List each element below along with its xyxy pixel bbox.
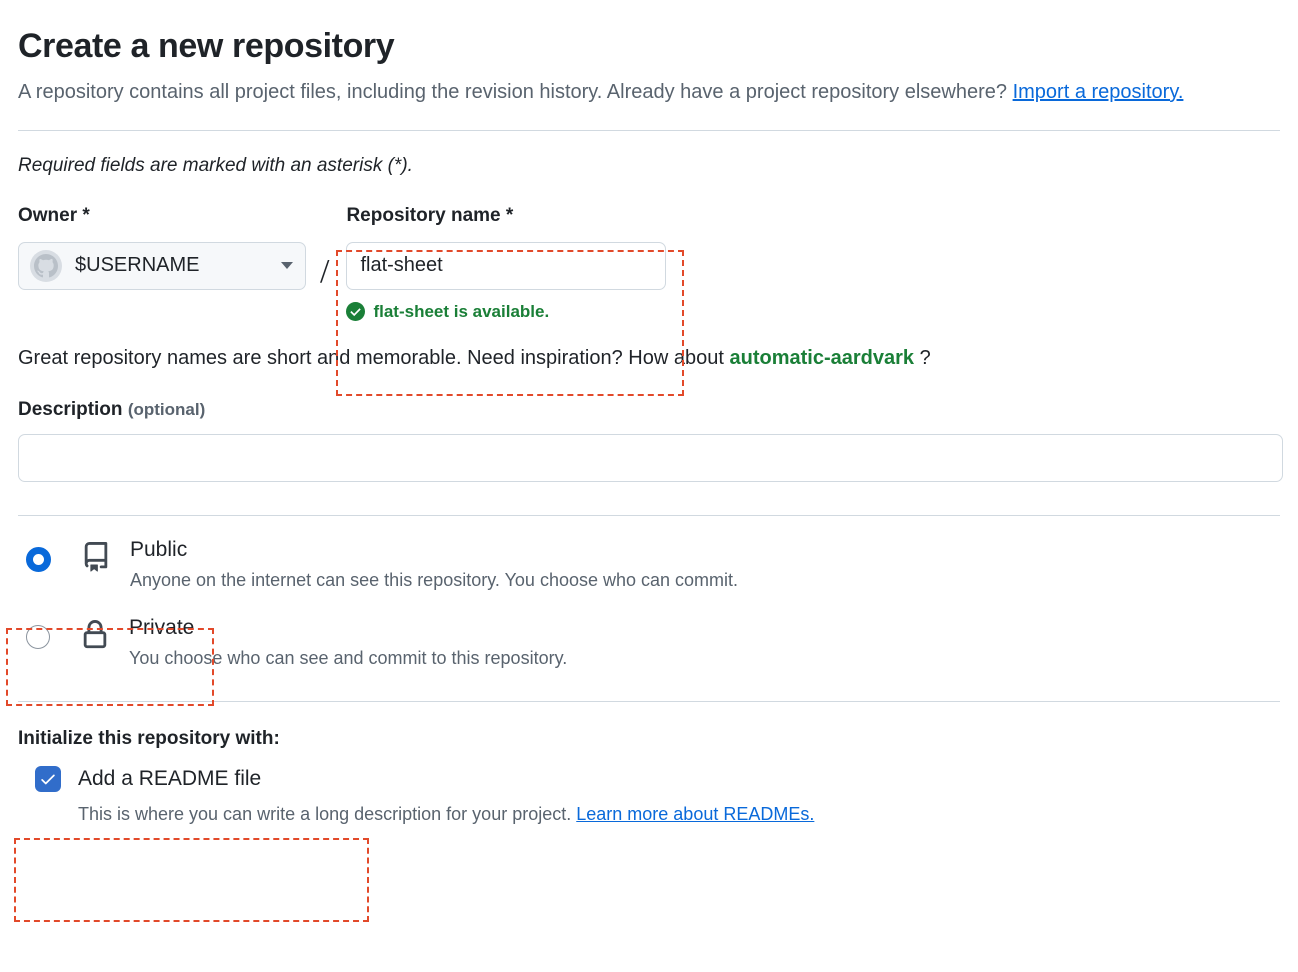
visibility-option-public[interactable]: Public Anyone on the internet can see th… xyxy=(18,538,1280,591)
import-repository-link[interactable]: Import a repository. xyxy=(1012,80,1184,103)
required-fields-note: Required fields are marked with an aster… xyxy=(18,155,413,177)
owner-repo-separator: / xyxy=(320,253,330,291)
add-readme-description-text: This is where you can write a long descr… xyxy=(78,803,572,824)
visibility-public-text: Public Anyone on the internet can see th… xyxy=(130,538,738,591)
repository-name-suggestion: Great repository names are short and mem… xyxy=(18,347,1280,370)
visibility-private-text: Private You choose who can see and commi… xyxy=(129,616,567,669)
radio-public[interactable] xyxy=(26,546,51,572)
owner-label: Owner * xyxy=(18,205,90,227)
availability-text: flat-sheet is available. xyxy=(373,301,550,321)
add-readme-row[interactable]: Add a README file xyxy=(18,765,1280,792)
initialize-label: Initialize this repository with: xyxy=(18,727,280,749)
description-label: Description (optional) xyxy=(18,399,1280,421)
visibility-public-title: Public xyxy=(130,537,188,561)
divider-visibility xyxy=(18,514,1280,516)
suggestion-suffix: ? xyxy=(919,346,931,369)
check-circle-fill-icon xyxy=(346,302,366,322)
owner-field-group: Owner * $USERNAME xyxy=(18,205,308,290)
check-icon xyxy=(41,774,55,785)
divider-header xyxy=(18,130,1280,132)
github-octocat-avatar-icon xyxy=(30,249,62,282)
owner-and-name-row: Owner * $USERNAME / Repository name * xyxy=(18,205,1280,322)
repository-name-label: Repository name * xyxy=(346,205,514,227)
radio-private[interactable] xyxy=(26,625,50,650)
owner-select[interactable]: $USERNAME xyxy=(18,241,306,290)
visibility-public-subtitle: Anyone on the internet can see this repo… xyxy=(130,569,739,590)
chevron-down-icon xyxy=(281,262,293,270)
page-description: A repository contains all project files,… xyxy=(18,76,1198,108)
add-readme-label: Add a README file xyxy=(78,766,262,790)
repository-name-input[interactable] xyxy=(346,241,667,290)
add-readme-description: This is where you can write a long descr… xyxy=(78,804,1280,825)
visibility-options: Public Anyone on the internet can see th… xyxy=(18,538,1280,670)
lock-icon xyxy=(80,620,110,655)
suggestion-prefix: Great repository names are short and mem… xyxy=(18,346,724,369)
visibility-option-private[interactable]: Private You choose who can see and commi… xyxy=(18,616,1280,669)
description-optional-tag: (optional) xyxy=(127,399,206,419)
visibility-private-subtitle: You choose who can see and commit to thi… xyxy=(129,648,568,669)
checkbox-add-readme[interactable] xyxy=(35,765,61,792)
page-description-text: A repository contains all project files,… xyxy=(18,80,1008,103)
divider-initialize xyxy=(18,700,1280,702)
description-label-text: Description xyxy=(18,398,123,420)
repo-book-icon xyxy=(81,541,111,577)
owner-name-value: $USERNAME xyxy=(75,254,200,277)
annotation-box-initialize-readme xyxy=(14,838,369,922)
learn-more-readmes-link[interactable]: Learn more about READMEs. xyxy=(576,803,815,824)
visibility-private-title: Private xyxy=(129,616,195,640)
description-input[interactable] xyxy=(18,433,1283,482)
repository-availability-status: flat-sheet is available. xyxy=(346,302,676,322)
suggested-repository-name: automatic-aardvark xyxy=(729,346,915,369)
page-title: Create a new repository xyxy=(18,27,395,65)
repository-name-field-group: Repository name * flat-sheet is availabl… xyxy=(346,205,676,322)
